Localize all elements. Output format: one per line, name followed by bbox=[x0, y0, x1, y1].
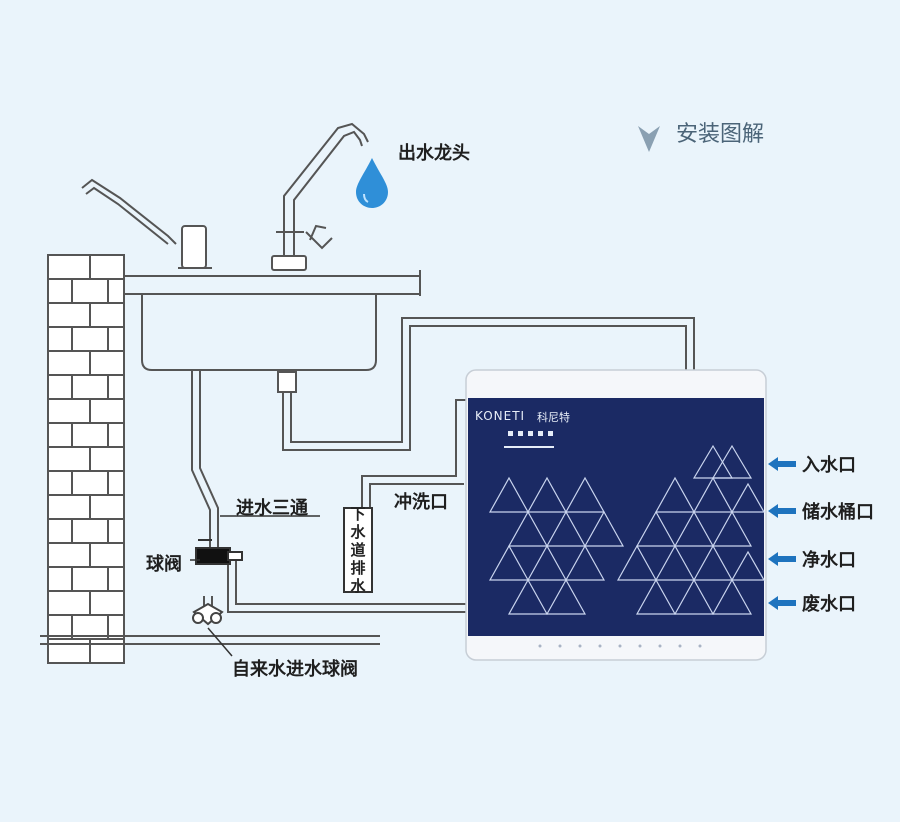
water-drop-icon bbox=[356, 158, 388, 208]
flush-port-label: 冲洗口 bbox=[394, 492, 448, 513]
ball-valve bbox=[195, 539, 243, 565]
triangle-shape bbox=[673, 510, 715, 547]
brand-logo: KONETI bbox=[475, 409, 526, 423]
arrow-right-icon bbox=[768, 504, 796, 518]
main-faucet bbox=[271, 122, 369, 271]
left-faucet bbox=[81, 178, 212, 269]
triangle-shape bbox=[583, 510, 625, 547]
chevron-down-icon bbox=[638, 126, 660, 152]
ball-valve-label: 球阀 bbox=[146, 554, 182, 575]
triangle-shape bbox=[711, 444, 753, 479]
leader-lines bbox=[190, 515, 320, 657]
port-pure: 净水口 bbox=[768, 546, 856, 572]
brand-logo-cn: 科尼特 bbox=[537, 411, 570, 424]
triangle-shape bbox=[507, 578, 549, 615]
triangle-shape bbox=[654, 544, 696, 581]
triangle-shape bbox=[507, 510, 549, 547]
port-label: 储水桶口 bbox=[802, 502, 874, 523]
brick-wall bbox=[47, 254, 125, 664]
port-label: 废水口 bbox=[802, 594, 856, 615]
arrow-right-icon bbox=[768, 457, 796, 471]
tap-valve bbox=[192, 602, 224, 626]
triangle-shape bbox=[564, 476, 606, 513]
faucet-label: 出水龙头 bbox=[398, 143, 470, 164]
triangle-shape bbox=[692, 476, 734, 513]
triangle-shape bbox=[488, 476, 530, 513]
tap-valve-label: 自来水进水球阀 bbox=[232, 659, 358, 680]
triangle-shape bbox=[488, 544, 530, 581]
arrow-right-icon bbox=[768, 596, 796, 610]
port-inlet: 入水口 bbox=[768, 451, 856, 477]
port-tank: 储水桶口 bbox=[768, 498, 874, 524]
triangle-pattern bbox=[488, 444, 766, 615]
drain-label: 下 水 道 排 水 bbox=[343, 505, 373, 595]
triangle-shape bbox=[616, 544, 658, 581]
port-label: 净水口 bbox=[802, 550, 856, 571]
page-title: 安装图解 bbox=[676, 122, 765, 147]
indicator-dots bbox=[538, 644, 702, 648]
triangle-shape bbox=[654, 476, 696, 513]
triangle-shape bbox=[673, 578, 715, 615]
triangle-shape bbox=[526, 476, 568, 513]
triangle-shape bbox=[730, 550, 766, 581]
triangle-shape bbox=[564, 544, 606, 581]
triangle-shape bbox=[730, 482, 766, 513]
triangle-shape bbox=[692, 544, 734, 581]
arrow-right-icon bbox=[768, 552, 796, 566]
triangle-shape bbox=[545, 510, 587, 547]
port-waste: 废水口 bbox=[768, 590, 856, 616]
triangle-shape bbox=[711, 510, 753, 547]
counter-sink bbox=[124, 270, 421, 371]
purifier-unit bbox=[465, 369, 767, 661]
port-label: 入水口 bbox=[802, 455, 856, 476]
triangle-shape bbox=[711, 578, 753, 615]
triangle-shape bbox=[635, 510, 677, 547]
triangle-shape bbox=[635, 578, 677, 615]
display-icons bbox=[504, 431, 554, 448]
pipes bbox=[40, 317, 695, 645]
tee-label: 进水三通 bbox=[236, 498, 308, 519]
triangle-shape bbox=[545, 578, 587, 615]
triangle-shape bbox=[526, 544, 568, 581]
